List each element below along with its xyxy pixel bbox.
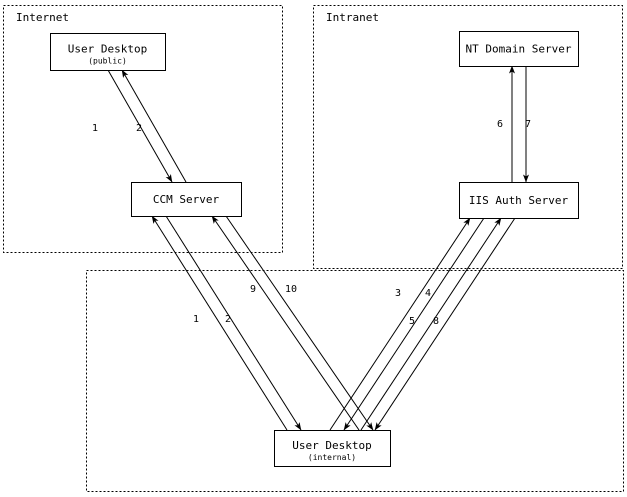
- step-label-3-user-desktop-internal: 3: [395, 288, 401, 299]
- node-subtitle-user-desktop-internal: (internal): [308, 453, 356, 462]
- step-label-7-nt-domain-server: 7: [525, 119, 531, 130]
- flow-arrow-step-8-iis-auth-server-to-user-desktop-internal: [374, 217, 516, 431]
- node-nt-domain-server[interactable]: NT Domain Server: [459, 31, 579, 67]
- step-label-4-iis-auth-server: 4: [425, 288, 431, 299]
- flow-arrows: [107, 65, 529, 431]
- node-title-user-desktop-internal: User Desktop: [292, 439, 371, 452]
- node-title-ccm-server: CCM Server: [153, 193, 220, 206]
- node-user-desktop-internal[interactable]: User Desktop(internal): [274, 430, 391, 467]
- step-label-8-iis-auth-server: 8: [433, 316, 439, 327]
- node-box-ccm-server[interactable]: [131, 182, 242, 217]
- flow-arrow-step-2-ccm-server-to-user-desktop-internal: [165, 215, 302, 431]
- node-title-user-desktop-public: User Desktop: [68, 43, 147, 56]
- flow-arrow-step-2-ccm-server-to-user-desktop-public: [121, 69, 187, 183]
- zone-boundaries: Internet Intranet: [3, 5, 624, 492]
- node-user-desktop-public[interactable]: User Desktop(public): [50, 33, 166, 71]
- step-label-6-iis-auth-server: 6: [497, 119, 503, 130]
- flow-arrow-step-5-user-desktop-internal-to-iis-auth-server: [360, 217, 502, 431]
- flow-arrow-step-1-user-desktop-public-to-ccm-server: [107, 69, 173, 183]
- flow-arrow-step-1-user-desktop-internal-to-ccm-server: [151, 215, 288, 431]
- step-label-1-user-desktop-internal: 1: [193, 314, 199, 325]
- zone-boundary-intranet: [313, 5, 623, 269]
- flow-arrow-step-10-ccm-server-to-user-desktop-internal: [225, 215, 374, 431]
- zone-label-internet: Internet: [16, 11, 69, 24]
- zone-label-intranet: Intranet: [326, 11, 379, 24]
- step-label-1-user-desktop-public: 1: [92, 123, 98, 134]
- flow-arrow-step-9-user-desktop-internal-to-ccm-server: [211, 215, 360, 431]
- node-box-nt-domain-server[interactable]: [459, 31, 579, 67]
- flow-arrow-step-3-user-desktop-internal-to-iis-auth-server: [329, 217, 471, 431]
- flow-arrow-step-4-iis-auth-server-to-user-desktop-internal: [343, 217, 485, 431]
- step-label-9-user-desktop-internal: 9: [250, 284, 256, 295]
- node-iis-auth-server[interactable]: IIS Auth Server: [459, 182, 579, 219]
- node-box-user-desktop-public[interactable]: [50, 33, 166, 71]
- node-ccm-server[interactable]: CCM Server: [131, 182, 242, 217]
- step-label-2-ccm-server: 2: [136, 123, 142, 134]
- step-label-2-ccm-server: 2: [225, 314, 231, 325]
- node-box-iis-auth-server[interactable]: [459, 182, 579, 219]
- zone-boundary-internal: [86, 270, 624, 492]
- step-label-10-ccm-server: 10: [285, 284, 297, 295]
- node-box-user-desktop-internal[interactable]: [274, 430, 391, 467]
- node-title-nt-domain-server: NT Domain Server: [466, 43, 572, 56]
- node-title-iis-auth-server: IIS Auth Server: [469, 194, 569, 207]
- zone-boundary-internet: [3, 5, 283, 253]
- step-label-5-user-desktop-internal: 5: [409, 316, 415, 327]
- step-number-labels: 1 2 1 2 9 10 3 4 5 8 6 7: [92, 119, 531, 327]
- node-subtitle-user-desktop-public: (public): [88, 57, 127, 66]
